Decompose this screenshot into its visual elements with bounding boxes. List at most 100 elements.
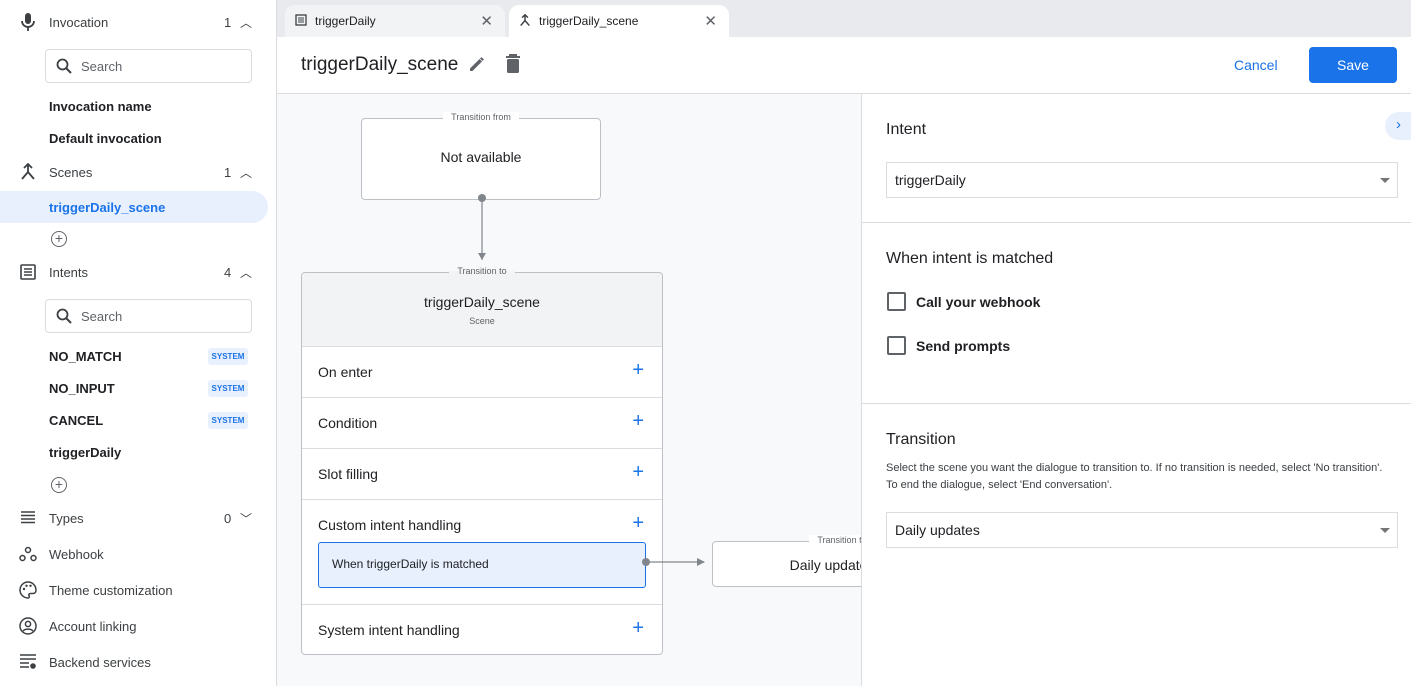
transition-from-card: Transition from Not available <box>361 112 601 200</box>
invocation-search-input[interactable]: Search <box>45 49 252 83</box>
card-legend: Transition to <box>809 535 861 545</box>
add-plus-icon[interactable]: + <box>632 359 644 381</box>
section-count: 1 <box>224 164 232 180</box>
save-button[interactable]: Save <box>1309 47 1397 83</box>
select-value: triggerDaily <box>895 172 966 188</box>
sidebar-item-theme[interactable]: Theme customization <box>0 576 276 604</box>
search-icon <box>56 308 72 324</box>
row-label: On enter <box>318 364 373 380</box>
close-icon[interactable]: ✕ <box>704 13 717 30</box>
transition-description: Select the scene you want the dialogue t… <box>886 462 1383 491</box>
sidebar-section-intents[interactable]: Intents 4 ︿ <box>0 258 276 286</box>
sidebar-section-types[interactable]: Types 0 ﹀ <box>0 504 276 532</box>
row-custom-intent-handling[interactable]: Custom intent handling+ When triggerDail… <box>302 499 662 604</box>
prompts-checkbox[interactable] <box>887 336 906 355</box>
intent-icon <box>295 14 307 29</box>
intent-select[interactable]: triggerDaily <box>886 162 1398 198</box>
scene-card-header <box>302 273 662 346</box>
sidebar-section-invocation[interactable]: Invocation 1 ︿ <box>0 8 276 36</box>
webhook-label[interactable]: Call your webhook <box>916 294 1041 310</box>
chevron-up-icon[interactable]: ︿ <box>240 165 253 180</box>
system-badge: SYSTEM <box>208 380 248 397</box>
system-badge: SYSTEM <box>208 412 248 429</box>
sidebar-item-default-invocation[interactable]: Default invocation <box>49 131 162 146</box>
transition-select[interactable]: Daily updates <box>886 512 1398 548</box>
tab-label: triggerDaily_scene <box>539 14 639 28</box>
row-condition[interactable]: Condition+ <box>302 397 662 448</box>
card-legend: Transition from <box>443 112 519 122</box>
section-label: Invocation <box>49 14 109 30</box>
row-on-enter[interactable]: On enter + <box>302 346 662 397</box>
scene-header: triggerDaily_scene Cancel Save <box>277 37 1411 94</box>
add-plus-icon[interactable]: + <box>632 512 644 534</box>
webhook-icon <box>18 544 38 564</box>
backend-settings-icon <box>18 652 38 672</box>
item-label: Theme customization <box>49 582 173 598</box>
row-slot-filling[interactable]: Slot filling+ <box>302 448 662 499</box>
edit-pencil-icon[interactable] <box>468 55 486 78</box>
cancel-button[interactable]: Cancel <box>1234 57 1278 73</box>
sidebar-item-backend[interactable]: Backend services <box>0 648 276 676</box>
intent-heading: Intent <box>886 121 927 138</box>
webhook-checkbox[interactable] <box>887 292 906 311</box>
system-badge: SYSTEM <box>208 348 248 365</box>
add-scene-button[interactable]: + <box>51 231 67 247</box>
search-icon <box>56 58 72 74</box>
sidebar-item-intent[interactable]: NO_MATCH <box>49 349 122 364</box>
sidebar-item-scene-selected[interactable]: triggerDaily_scene <box>0 191 268 223</box>
sidebar-item-intent[interactable]: CANCEL <box>49 413 104 428</box>
tab-triggerdaily-scene[interactable]: triggerDaily_scene ✕ <box>509 5 729 37</box>
from-text: Not available <box>440 149 522 165</box>
collapse-panel-chevron-icon[interactable]: › <box>1385 112 1411 140</box>
chevron-up-icon[interactable]: ︿ <box>240 15 253 30</box>
sidebar-item-intent[interactable]: triggerDaily <box>49 445 122 460</box>
chevron-up-icon[interactable]: ︿ <box>240 265 253 280</box>
sidebar-item-invocation-name[interactable]: Invocation name <box>49 99 152 114</box>
select-value: Daily updates <box>895 522 980 538</box>
add-plus-icon[interactable]: + <box>632 410 644 432</box>
sidebar: Invocation 1 ︿ Search Invocation name De… <box>0 0 277 686</box>
card-legend: Transition to <box>449 266 515 276</box>
sidebar-item-account-linking[interactable]: Account linking <box>0 612 276 640</box>
chevron-down-icon[interactable]: ﹀ <box>240 511 253 526</box>
intent-handler-panel: › Intent triggerDaily When intent is mat… <box>861 94 1411 686</box>
add-intent-button[interactable]: + <box>51 477 67 493</box>
dropdown-arrow-icon <box>1380 528 1390 533</box>
microphone-icon <box>18 12 38 32</box>
section-count: 4 <box>224 264 232 280</box>
row-system-intent-handling[interactable]: System intent handling + <box>302 604 662 655</box>
tab-triggerdaily[interactable]: triggerDaily ✕ <box>285 5 505 37</box>
prompts-label[interactable]: Send prompts <box>916 338 1011 354</box>
sidebar-section-scenes[interactable]: Scenes 1 ︿ <box>0 158 276 186</box>
row-label: System intent handling <box>318 622 460 638</box>
tab-bar: triggerDaily ✕ triggerDaily_scene ✕ <box>277 0 1411 37</box>
add-plus-icon[interactable]: + <box>632 461 644 483</box>
delete-trash-icon[interactable] <box>505 54 521 79</box>
scene-label: triggerDaily_scene <box>49 200 166 215</box>
sidebar-item-webhook[interactable]: Webhook <box>0 540 276 568</box>
intents-search-input[interactable]: Search <box>45 299 252 333</box>
page-title: triggerDaily_scene <box>301 54 459 75</box>
connector-arrow <box>642 558 705 566</box>
sidebar-item-intent[interactable]: NO_INPUT <box>49 381 115 396</box>
tab-label: triggerDaily <box>315 14 376 28</box>
dropdown-arrow-icon <box>1380 178 1390 183</box>
transition-target-card[interactable]: Transition to Daily updates <box>712 535 861 587</box>
scene-card: Transition to triggerDaily_scene Scene O… <box>301 266 663 655</box>
item-label: Webhook <box>49 546 104 562</box>
account-circle-icon <box>18 616 38 636</box>
divider <box>862 403 1411 404</box>
close-icon[interactable]: ✕ <box>480 13 493 30</box>
scene-subtitle: Scene <box>469 316 495 326</box>
scene-title: triggerDaily_scene <box>424 294 540 310</box>
matched-heading: When intent is matched <box>886 250 1054 267</box>
connector-arrow <box>478 194 486 260</box>
add-plus-icon[interactable]: + <box>632 617 644 639</box>
search-placeholder: Search <box>81 58 123 74</box>
intent-handler-item[interactable]: When triggerDaily is matched <box>318 542 646 588</box>
item-label: Account linking <box>49 618 137 634</box>
palette-icon <box>18 580 38 600</box>
section-count: 1 <box>224 14 232 30</box>
intent-icon <box>18 262 38 282</box>
item-label: Backend services <box>49 654 151 670</box>
